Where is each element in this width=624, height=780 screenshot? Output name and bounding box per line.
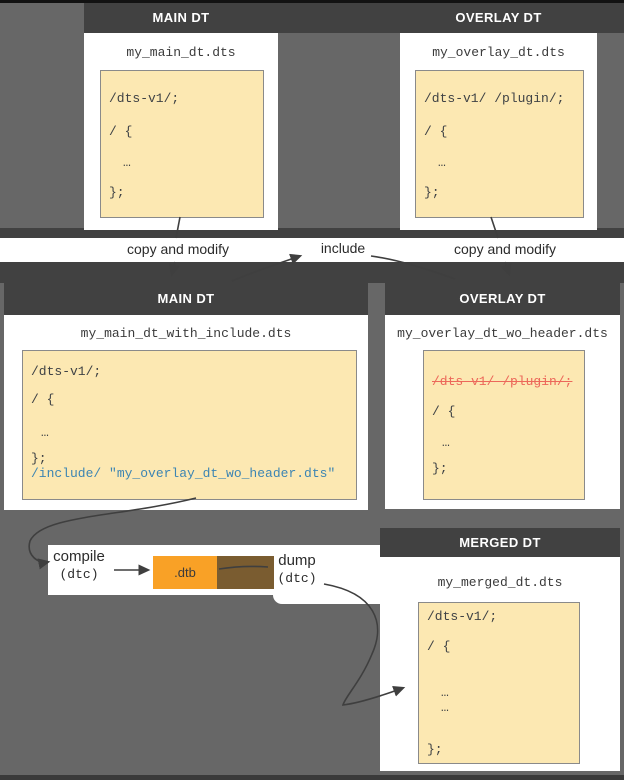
bottom-dark-strip xyxy=(0,775,624,780)
mid-main-dt-filename: my_main_dt_with_include.dts xyxy=(80,326,292,341)
include-statement-line: /include/ "my_overlay_dt_wo_header.dts" xyxy=(31,466,336,481)
code-line: … xyxy=(123,155,131,170)
divider-band-upper xyxy=(0,228,624,238)
include-label: include xyxy=(320,240,366,256)
compile-tool-text: (dtc) xyxy=(59,567,99,582)
code-line: … xyxy=(441,685,449,700)
label-band xyxy=(0,238,624,262)
code-line: /dts-v1/; xyxy=(109,91,180,106)
copy-and-modify-right-label: copy and modify xyxy=(454,241,556,257)
mid-overlay-dt-header: OVERLAY DT xyxy=(385,283,620,315)
mid-overlay-dt-filename: my_overlay_dt_wo_header.dts xyxy=(397,326,608,341)
mid-main-dt-code: /dts-v1/; / { … }; /include/ "my_overlay… xyxy=(22,350,357,500)
code-line: }; xyxy=(31,451,47,466)
code-line: }; xyxy=(109,185,125,200)
removed-plugin-line: /dts-v1/ /plugin/; xyxy=(432,374,573,389)
copy-and-modify-left-label: copy and modify xyxy=(127,241,229,257)
code-line: / { xyxy=(424,124,448,139)
code-line: … xyxy=(441,700,449,715)
code-line: … xyxy=(442,435,450,450)
code-line: / { xyxy=(109,124,133,139)
merged-dt-header: MERGED DT xyxy=(380,528,620,557)
top-black-strip xyxy=(0,0,624,3)
dump-label-text: dump xyxy=(278,552,316,569)
dtb-shadow-box xyxy=(217,556,274,589)
code-line: }; xyxy=(424,185,440,200)
dtb-file-label: .dtb xyxy=(174,565,196,580)
dump-label: dump (dtc) xyxy=(272,552,322,587)
compile-label-text: compile xyxy=(53,548,105,565)
mid-main-dt-header: MAIN DT xyxy=(4,283,368,315)
merged-dt-code: /dts-v1/; / { … … }; xyxy=(418,602,580,764)
dtb-file-box: .dtb xyxy=(153,556,217,589)
code-line: / { xyxy=(31,392,55,407)
code-line: /dts-v1/; xyxy=(31,364,102,379)
top-overlay-dt-code: /dts-v1/ /plugin/; / { … }; xyxy=(415,70,584,218)
code-line: / { xyxy=(427,639,451,654)
code-line: }; xyxy=(427,742,443,757)
top-main-dt-code: /dts-v1/; / { … }; xyxy=(100,70,264,218)
divider-band-lower xyxy=(0,262,624,283)
code-line: /dts-v1/ /plugin/; xyxy=(424,91,565,106)
top-main-dt-header: MAIN DT xyxy=(84,3,278,33)
compile-dump-band-tail xyxy=(273,595,380,604)
code-line: }; xyxy=(432,461,448,476)
dump-tool-text: (dtc) xyxy=(277,571,317,586)
merged-dt-filename: my_merged_dt.dts xyxy=(437,575,563,590)
code-line: /dts-v1/; xyxy=(427,609,498,624)
top-main-dt-filename: my_main_dt.dts xyxy=(126,45,236,60)
top-overlay-dt-filename: my_overlay_dt.dts xyxy=(432,45,565,60)
compile-label: compile (dtc) xyxy=(46,548,112,583)
code-line: … xyxy=(438,155,446,170)
top-overlay-dt-header: OVERLAY DT xyxy=(400,3,597,33)
code-line: … xyxy=(41,425,49,440)
mid-overlay-dt-code: /dts-v1/ /plugin/; / { … }; xyxy=(423,350,585,500)
code-line: / { xyxy=(432,404,456,419)
